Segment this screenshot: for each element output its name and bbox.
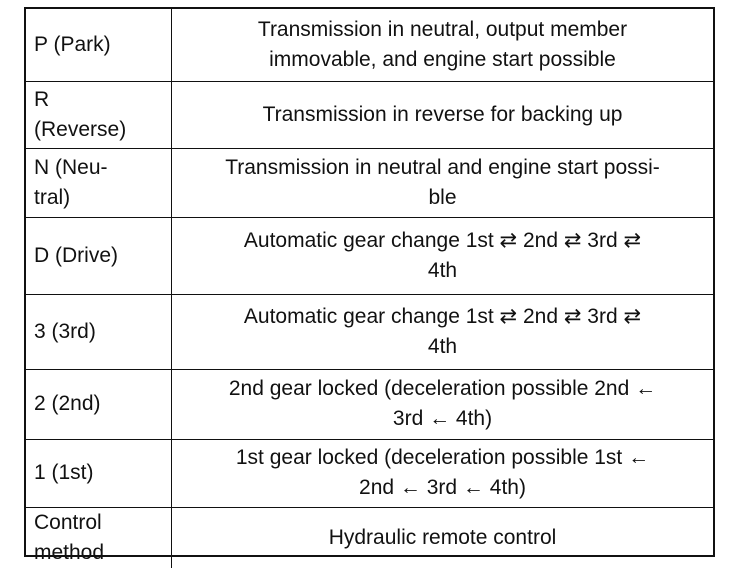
position-cell: D (Drive) [26, 216, 172, 295]
function-line: Transmission in neutral and engine start… [225, 155, 660, 179]
position-label: N (Neu- [34, 155, 108, 179]
position-label: tral) [34, 185, 71, 209]
position-label: 1 (1st) [34, 461, 94, 484]
position-label: D (Drive) [34, 243, 118, 267]
position-cell: N (Neu-tral) [26, 147, 172, 218]
table-row-third: 3 (3rd) Automatic gear change 1st ⇄ 2nd … [26, 293, 713, 370]
position-label: 2 (2nd) [34, 392, 101, 415]
table-row-reverse: R (Reverse) Transmission in reverse for b… [26, 80, 713, 149]
function-line: Transmission in neutral, output member [257, 17, 628, 41]
selector-positions-table: P (Park) Transmission in neutral, output… [26, 9, 713, 568]
position-label: method [34, 540, 105, 564]
function-cell: Transmission in neutral, output member im… [171, 9, 713, 82]
function-line: 3rd ← 4th) [392, 407, 493, 430]
table-row-neutral: N (Neu-tral) Transmission in neutral and… [26, 147, 713, 218]
position-cell: 2 (2nd) [26, 368, 172, 440]
position-cell: R (Reverse) [26, 80, 172, 149]
function-line: Automatic gear change 1st ⇄ 2nd ⇄ 3rd ⇄ [243, 304, 642, 328]
function-line: Hydraulic remote control [328, 525, 557, 549]
table-row-first: 1 (1st) 1st gear locked (deceleration po… [26, 438, 713, 508]
position-label: Control [34, 510, 102, 534]
function-line: 2nd gear locked (deceleration possible 2… [228, 377, 657, 400]
position-cell: 3 (3rd) [26, 293, 172, 370]
table-row-drive: D (Drive) Automatic gear change 1st ⇄ 2n… [26, 216, 713, 295]
position-label: (Reverse) [34, 117, 127, 141]
function-line: ble [428, 185, 457, 209]
table-row-control-method: Control method Hydraulic remote control [26, 506, 713, 568]
position-cell: 1 (1st) [26, 438, 172, 508]
function-line: Automatic gear change 1st ⇄ 2nd ⇄ 3rd ⇄ [243, 228, 642, 252]
position-cell: Control method [26, 506, 172, 568]
function-cell: Automatic gear change 1st ⇄ 2nd ⇄ 3rd ⇄ 4… [171, 293, 713, 370]
function-line: 4th [427, 334, 458, 358]
function-cell: Hydraulic remote control [171, 506, 713, 568]
position-label: 3 (3rd) [34, 319, 96, 343]
function-cell: 2nd gear locked (deceleration possible 2… [171, 368, 713, 440]
function-line: 2nd ← 3rd ← 4th) [359, 476, 526, 499]
gear-selector-table: P (Park) Transmission in neutral, output… [24, 7, 715, 568]
function-cell: 1st gear locked (deceleration possible 1… [171, 438, 713, 508]
table-row-park: P (Park) Transmission in neutral, output… [26, 9, 713, 82]
position-label: P (Park) [34, 32, 111, 56]
function-line: 4th [427, 258, 458, 282]
function-cell: Automatic gear change 1st ⇄ 2nd ⇄ 3rd ⇄ 4… [171, 216, 713, 295]
function-line: immovable, and engine start possible [269, 47, 616, 71]
function-cell: Transmission in reverse for backing up [171, 80, 713, 149]
position-label: R [34, 87, 50, 111]
position-cell: P (Park) [26, 9, 172, 82]
table-row-second: 2 (2nd) 2nd gear locked (deceleration po… [26, 368, 713, 440]
function-cell: Transmission in neutral and engine start… [171, 147, 713, 218]
function-line: 1st gear locked (deceleration possible 1… [235, 446, 650, 469]
function-line: Transmission in reverse for backing up [262, 102, 623, 126]
